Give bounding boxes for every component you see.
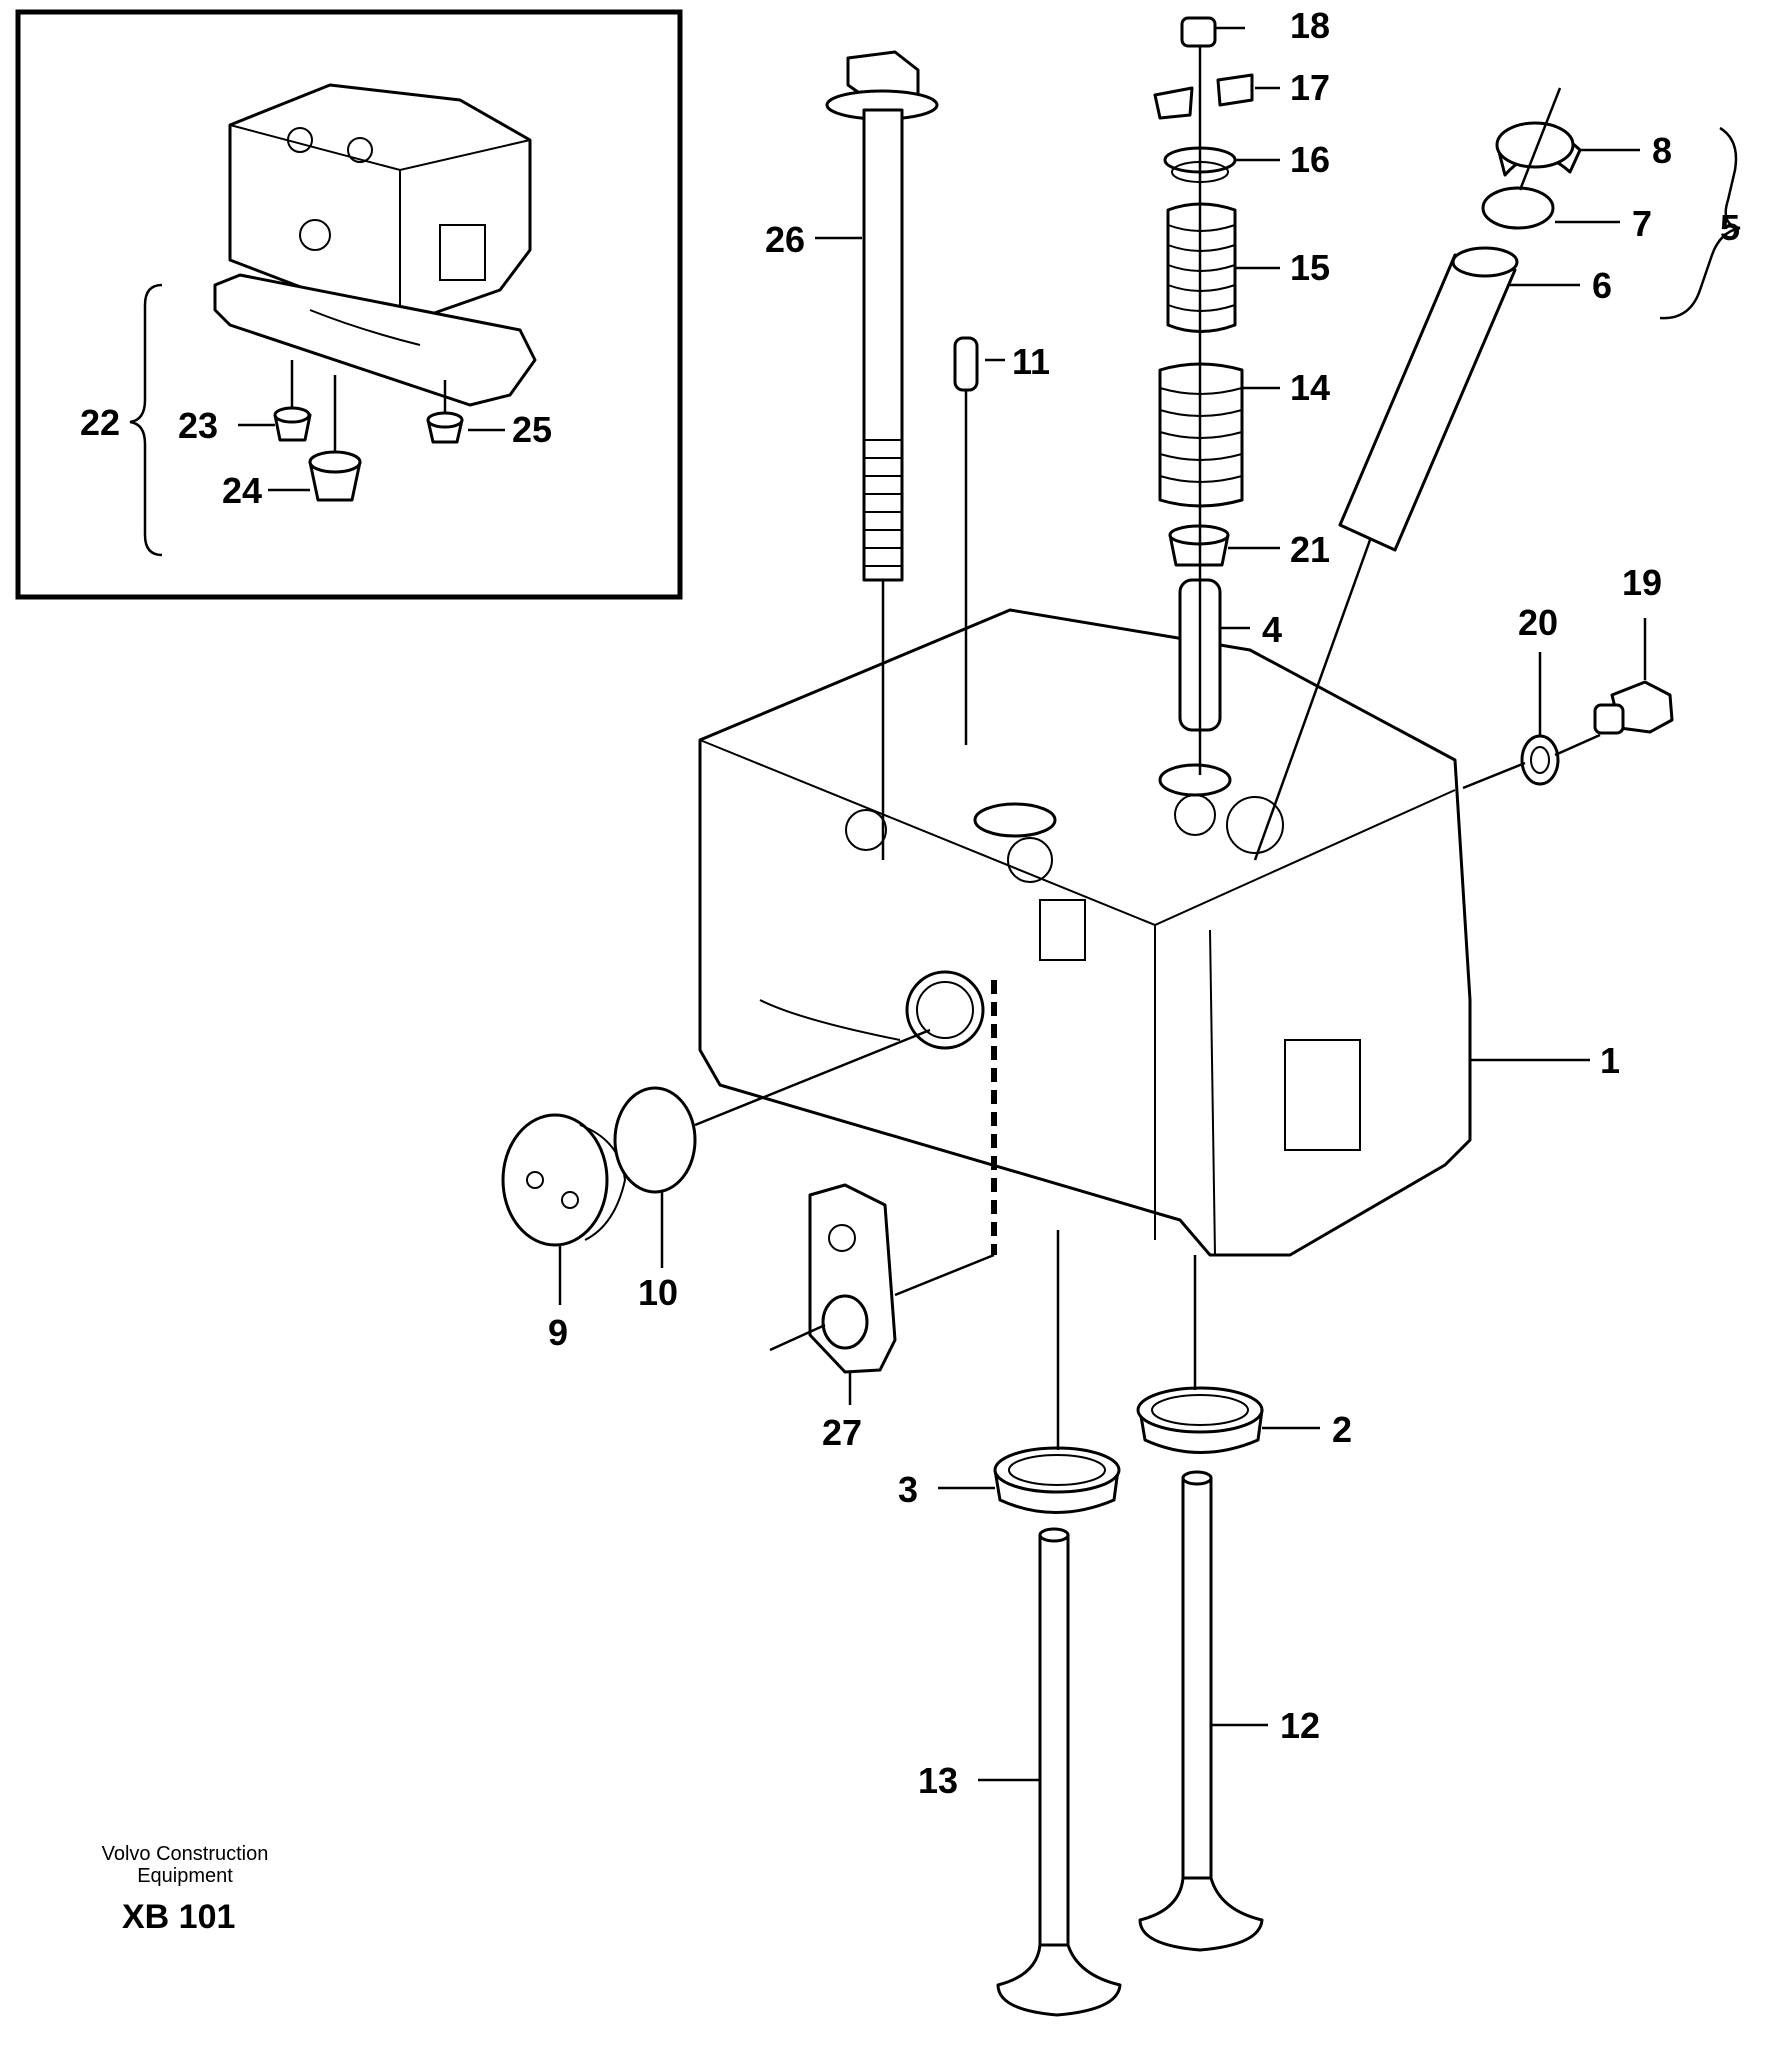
label-part-9: 9 bbox=[548, 1312, 568, 1353]
label-part-15: 15 bbox=[1290, 247, 1330, 288]
label-part-12: 12 bbox=[1280, 1705, 1320, 1746]
label-part-10: 10 bbox=[638, 1272, 678, 1313]
label-part-21: 21 bbox=[1290, 529, 1330, 570]
label-part-27: 27 bbox=[822, 1412, 862, 1453]
label-part-18: 18 bbox=[1290, 5, 1330, 46]
company-name-line2: Equipment bbox=[137, 1865, 233, 1887]
valve-train-stack bbox=[1153, 16, 1280, 775]
plug-19-washer-20 bbox=[1462, 618, 1674, 790]
label-part-7: 7 bbox=[1632, 203, 1652, 244]
label-part-14: 14 bbox=[1290, 367, 1330, 408]
cylinder-head-main bbox=[698, 608, 1472, 1257]
label-part-26: 26 bbox=[765, 219, 805, 260]
label-part-24: 24 bbox=[222, 470, 262, 511]
pin-11 bbox=[953, 336, 1005, 745]
label-part-22: 22 bbox=[80, 402, 120, 443]
label-part-19: 19 bbox=[1622, 562, 1662, 603]
label-part-5: 5 bbox=[1720, 207, 1740, 248]
inset-gasket-kit bbox=[15, 9, 683, 600]
label-part-2: 2 bbox=[1332, 1409, 1352, 1450]
seat-ring-2-valve-12 bbox=[1136, 1255, 1320, 1952]
label-part-6: 6 bbox=[1592, 265, 1612, 306]
footer: Volvo Construction Equipment XB 101 bbox=[102, 1843, 269, 1936]
label-part-13: 13 bbox=[918, 1760, 958, 1801]
label-part-8: 8 bbox=[1652, 130, 1672, 171]
company-name-line1: Volvo Construction bbox=[102, 1843, 269, 1865]
label-part-11: 11 bbox=[1012, 341, 1050, 382]
plug-9-oring-10 bbox=[501, 1028, 931, 1305]
seat-ring-3-valve-13 bbox=[938, 1230, 1122, 2017]
label-part-25: 25 bbox=[512, 409, 552, 450]
label-part-17: 17 bbox=[1290, 67, 1330, 108]
diagram-code: XB 101 bbox=[122, 1898, 235, 1936]
label-part-1: 1 bbox=[1600, 1040, 1620, 1081]
bolt-26 bbox=[815, 50, 939, 860]
label-part-23: 23 bbox=[178, 405, 218, 446]
label-part-3: 3 bbox=[898, 1469, 918, 1510]
part-labels: 18 17 16 15 14 21 4 8 7 6 5 19 20 1 26 1… bbox=[80, 5, 1740, 1801]
label-part-20: 20 bbox=[1518, 602, 1558, 643]
label-part-4: 4 bbox=[1262, 609, 1282, 650]
injector-sleeve-5 bbox=[1253, 87, 1741, 861]
label-part-16: 16 bbox=[1290, 139, 1330, 180]
bracket-27 bbox=[769, 1183, 995, 1405]
